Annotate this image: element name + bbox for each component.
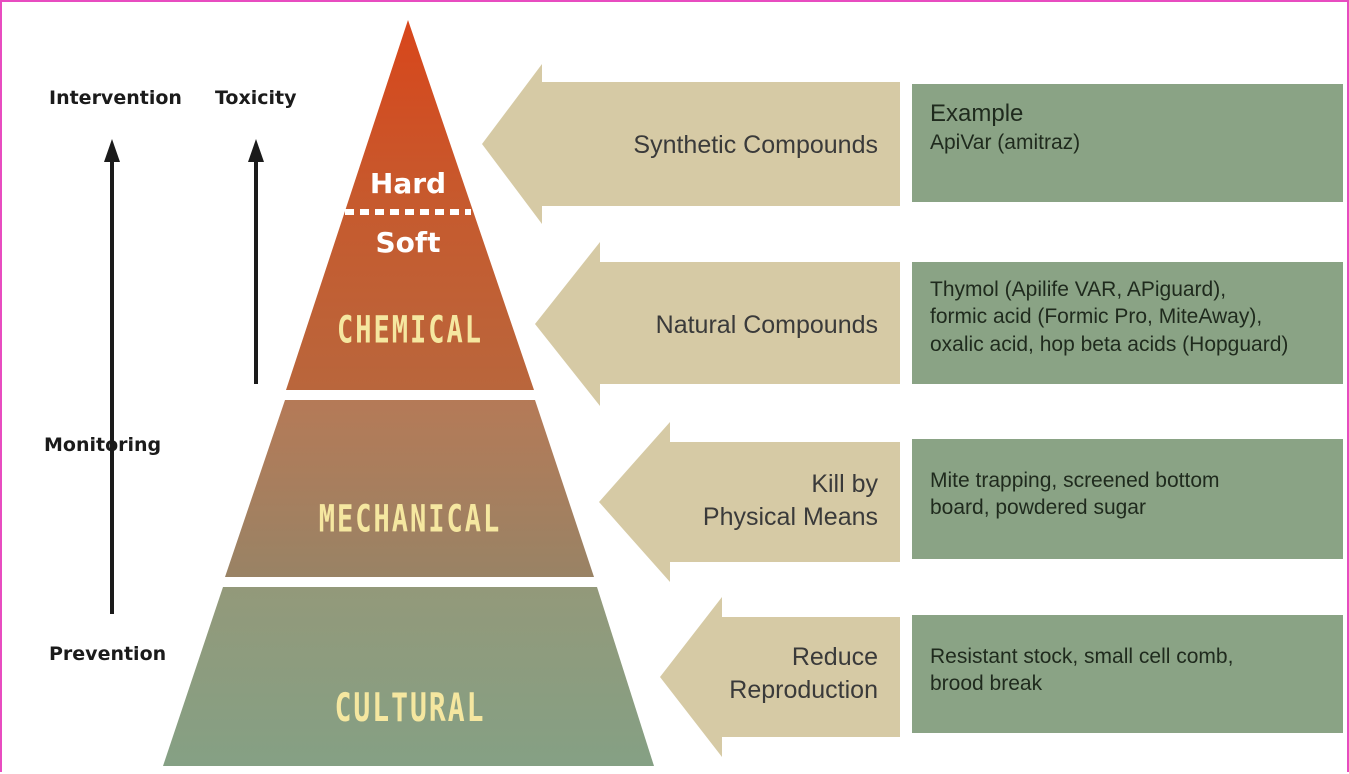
monitoring-label: Monitoring: [44, 434, 162, 456]
example-box-natural: Thymol (Apilife VAR, APiguard), formic a…: [912, 262, 1343, 384]
intervention-label: Intervention: [49, 87, 182, 109]
soft-label: Soft: [375, 226, 441, 259]
example-box-cultural: Resistant stock, small cell comb, brood …: [912, 615, 1343, 733]
tier-mechanical-label: MECHANICAL: [318, 497, 502, 542]
method-synthetic: Synthetic Compounds: [633, 129, 878, 162]
method-synthetic-line1: Synthetic Compounds: [633, 131, 878, 159]
example-natural-line3: oxalic acid, hop beta acids (Hopguard): [930, 332, 1289, 356]
tier-cultural-label: CULTURAL: [334, 684, 486, 731]
method-reproduction: Reduce Reproduction: [729, 641, 878, 706]
tier-cultural-shape: [163, 587, 654, 766]
method-physical-line1: Kill by: [811, 470, 878, 498]
arrow-physical-shape: [599, 422, 900, 582]
tier-chemical-shape: [286, 20, 534, 390]
tier-mechanical-shape: [225, 400, 594, 577]
example-synthetic-line: ApiVar (amitraz): [930, 131, 1081, 155]
method-natural-line1: Natural Compounds: [655, 311, 878, 339]
method-physical: Kill by Physical Means: [703, 468, 878, 533]
prevention-label: Prevention: [49, 643, 167, 665]
toxicity-arrow: [248, 139, 264, 384]
intervention-prevention-arrow: [104, 139, 120, 614]
method-reproduction-line2: Reproduction: [729, 675, 878, 704]
example-physical-line2: board, powdered sugar: [930, 496, 1146, 520]
method-reproduction-line1: Reduce: [791, 643, 878, 671]
arrow-reproduction-shape: [660, 597, 900, 757]
method-physical-line2: Physical Means: [702, 502, 878, 531]
method-natural: Natural Compounds: [656, 309, 878, 342]
example-physical-line1: Mite trapping, screened bottom: [930, 469, 1220, 492]
tier-chemical-label: CHEMICAL: [336, 308, 484, 353]
example-natural-line1: Thymol (Apilife VAR, APiguard),: [930, 278, 1227, 301]
example-cultural-line1: Resistant stock, small cell comb,: [930, 645, 1234, 668]
example-cultural-line2: brood break: [930, 672, 1043, 696]
example-natural-line2: formic acid (Formic Pro, MiteAway),: [930, 305, 1263, 329]
toxicity-label: Toxicity: [215, 87, 297, 109]
arrow-natural-shape: [535, 242, 900, 406]
example-box-title: Example: [930, 100, 1024, 127]
example-box-physical: Mite trapping, screened bottom board, po…: [912, 439, 1343, 559]
arrow-synthetic-shape: [482, 64, 900, 224]
example-box-synthetic: Example ApiVar (amitraz): [912, 84, 1343, 202]
hard-label: Hard: [369, 167, 447, 200]
